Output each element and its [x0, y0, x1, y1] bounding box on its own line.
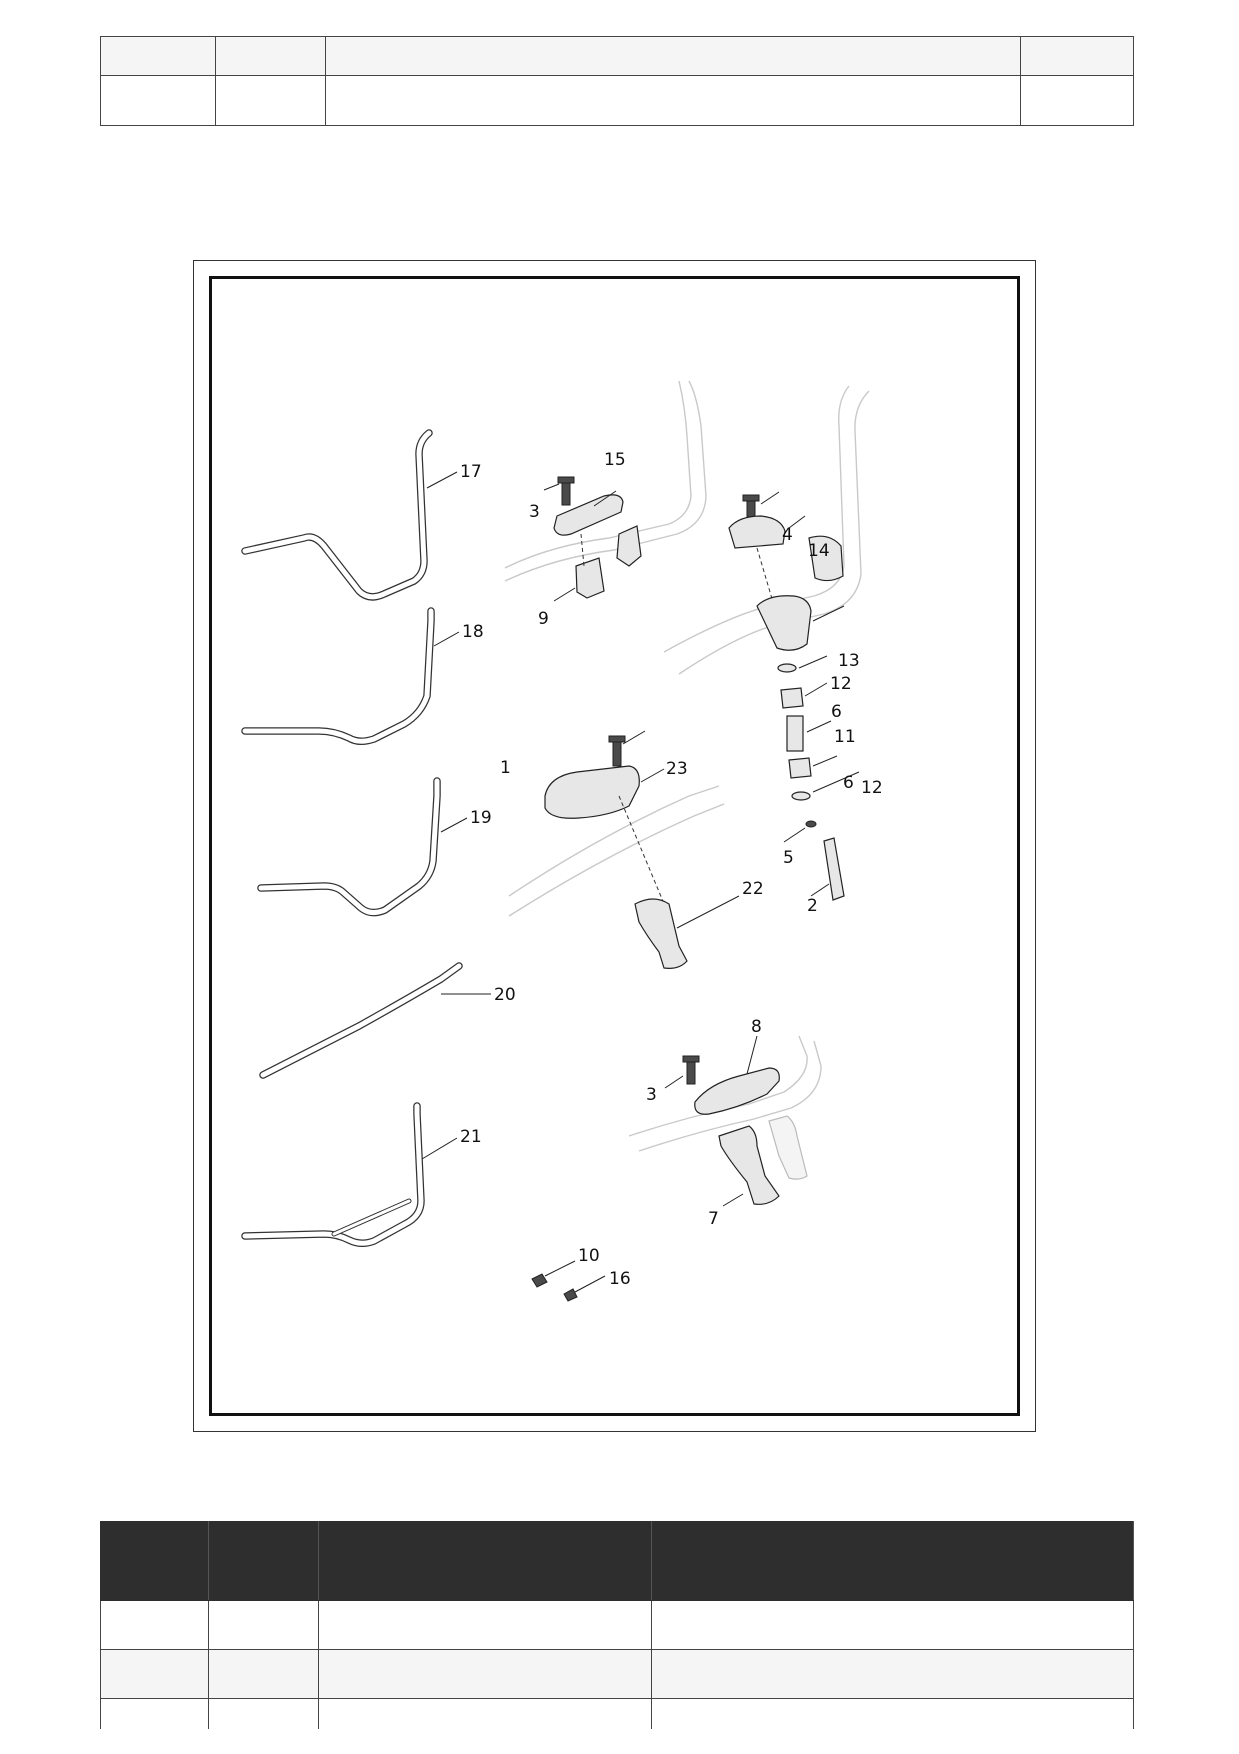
parts-list-table	[100, 1521, 1134, 1729]
callout-label: 7	[708, 1209, 719, 1229]
callout-label: 11	[834, 727, 856, 747]
top-parts-table	[100, 36, 1134, 126]
callout-label: 20	[494, 985, 516, 1005]
callout-label: 23	[666, 759, 688, 779]
table-row	[100, 1698, 1134, 1729]
callout-label: 10	[578, 1246, 600, 1266]
table-cell	[324, 36, 1022, 76]
table-header-cell	[651, 1521, 1134, 1601]
table-cell	[651, 1600, 1134, 1650]
table-cell	[207, 1649, 319, 1699]
callout-label: 12	[861, 778, 883, 798]
table-header-cell	[317, 1521, 653, 1601]
callout-label: 8	[751, 1017, 762, 1037]
table-cell	[207, 1698, 319, 1729]
figure-inner-frame	[209, 276, 1020, 1416]
callout-label: 6	[843, 773, 854, 793]
table-cell	[317, 1600, 653, 1650]
table-row	[100, 75, 1134, 126]
table-cell	[100, 1698, 209, 1729]
callout-label: 21	[460, 1127, 482, 1147]
table-cell	[1020, 75, 1134, 126]
handlebar-19	[257, 777, 468, 917]
callout-label: 6	[831, 702, 842, 722]
table-cell	[214, 75, 326, 126]
riser-clamp-center	[544, 730, 740, 969]
exploded-parts-diagram: 1 2 3 3 4 5 6 6 7 8 9 10 11 12 12 13 14 …	[241, 380, 883, 1302]
handlebar-20	[259, 962, 491, 1079]
table-cell	[651, 1649, 1134, 1699]
ghost-context-lines	[504, 380, 870, 1152]
table-cell	[1020, 36, 1134, 76]
callout-label: 14	[808, 541, 830, 561]
callout-label: 16	[609, 1269, 631, 1289]
handlebar-17	[241, 429, 458, 601]
table-header-row	[100, 1521, 1134, 1601]
callout-label: 1	[500, 758, 511, 778]
callout-label: 19	[470, 808, 492, 828]
callout-label: 9	[538, 609, 549, 629]
table-cell	[651, 1698, 1134, 1729]
table-cell	[100, 75, 216, 126]
table-cell	[324, 75, 1022, 126]
callout-label: 3	[646, 1085, 657, 1105]
table-cell	[100, 1600, 209, 1650]
table-row	[100, 36, 1134, 76]
callout-label: 4	[782, 525, 793, 545]
clamp-assembly-lower	[664, 1035, 808, 1207]
riser-assembly	[728, 491, 860, 901]
table-row	[100, 1600, 1134, 1650]
table-header-cell	[100, 1521, 209, 1601]
table-cell	[317, 1698, 653, 1729]
callout-label: 3	[529, 502, 540, 522]
table-header-cell	[207, 1521, 319, 1601]
callout-label: 22	[742, 879, 764, 899]
callout-label: 12	[830, 674, 852, 694]
table-cell	[100, 36, 216, 76]
callout-label: 2	[807, 896, 818, 916]
table-cell	[317, 1649, 653, 1699]
callout-label: 15	[604, 450, 626, 470]
callout-label: 13	[838, 651, 860, 671]
table-cell	[214, 36, 326, 76]
figure-outer-frame	[193, 260, 1036, 1432]
handlebar-21	[241, 1102, 458, 1247]
callout-label: 5	[783, 848, 794, 868]
small-fasteners	[531, 1260, 606, 1302]
callout-label: 17	[460, 462, 482, 482]
clamp-assembly-top	[543, 476, 642, 602]
table-cell	[100, 1649, 209, 1699]
table-row	[100, 1649, 1134, 1699]
handlebar-18	[241, 607, 460, 745]
callout-label: 18	[462, 622, 484, 642]
table-cell	[207, 1600, 319, 1650]
